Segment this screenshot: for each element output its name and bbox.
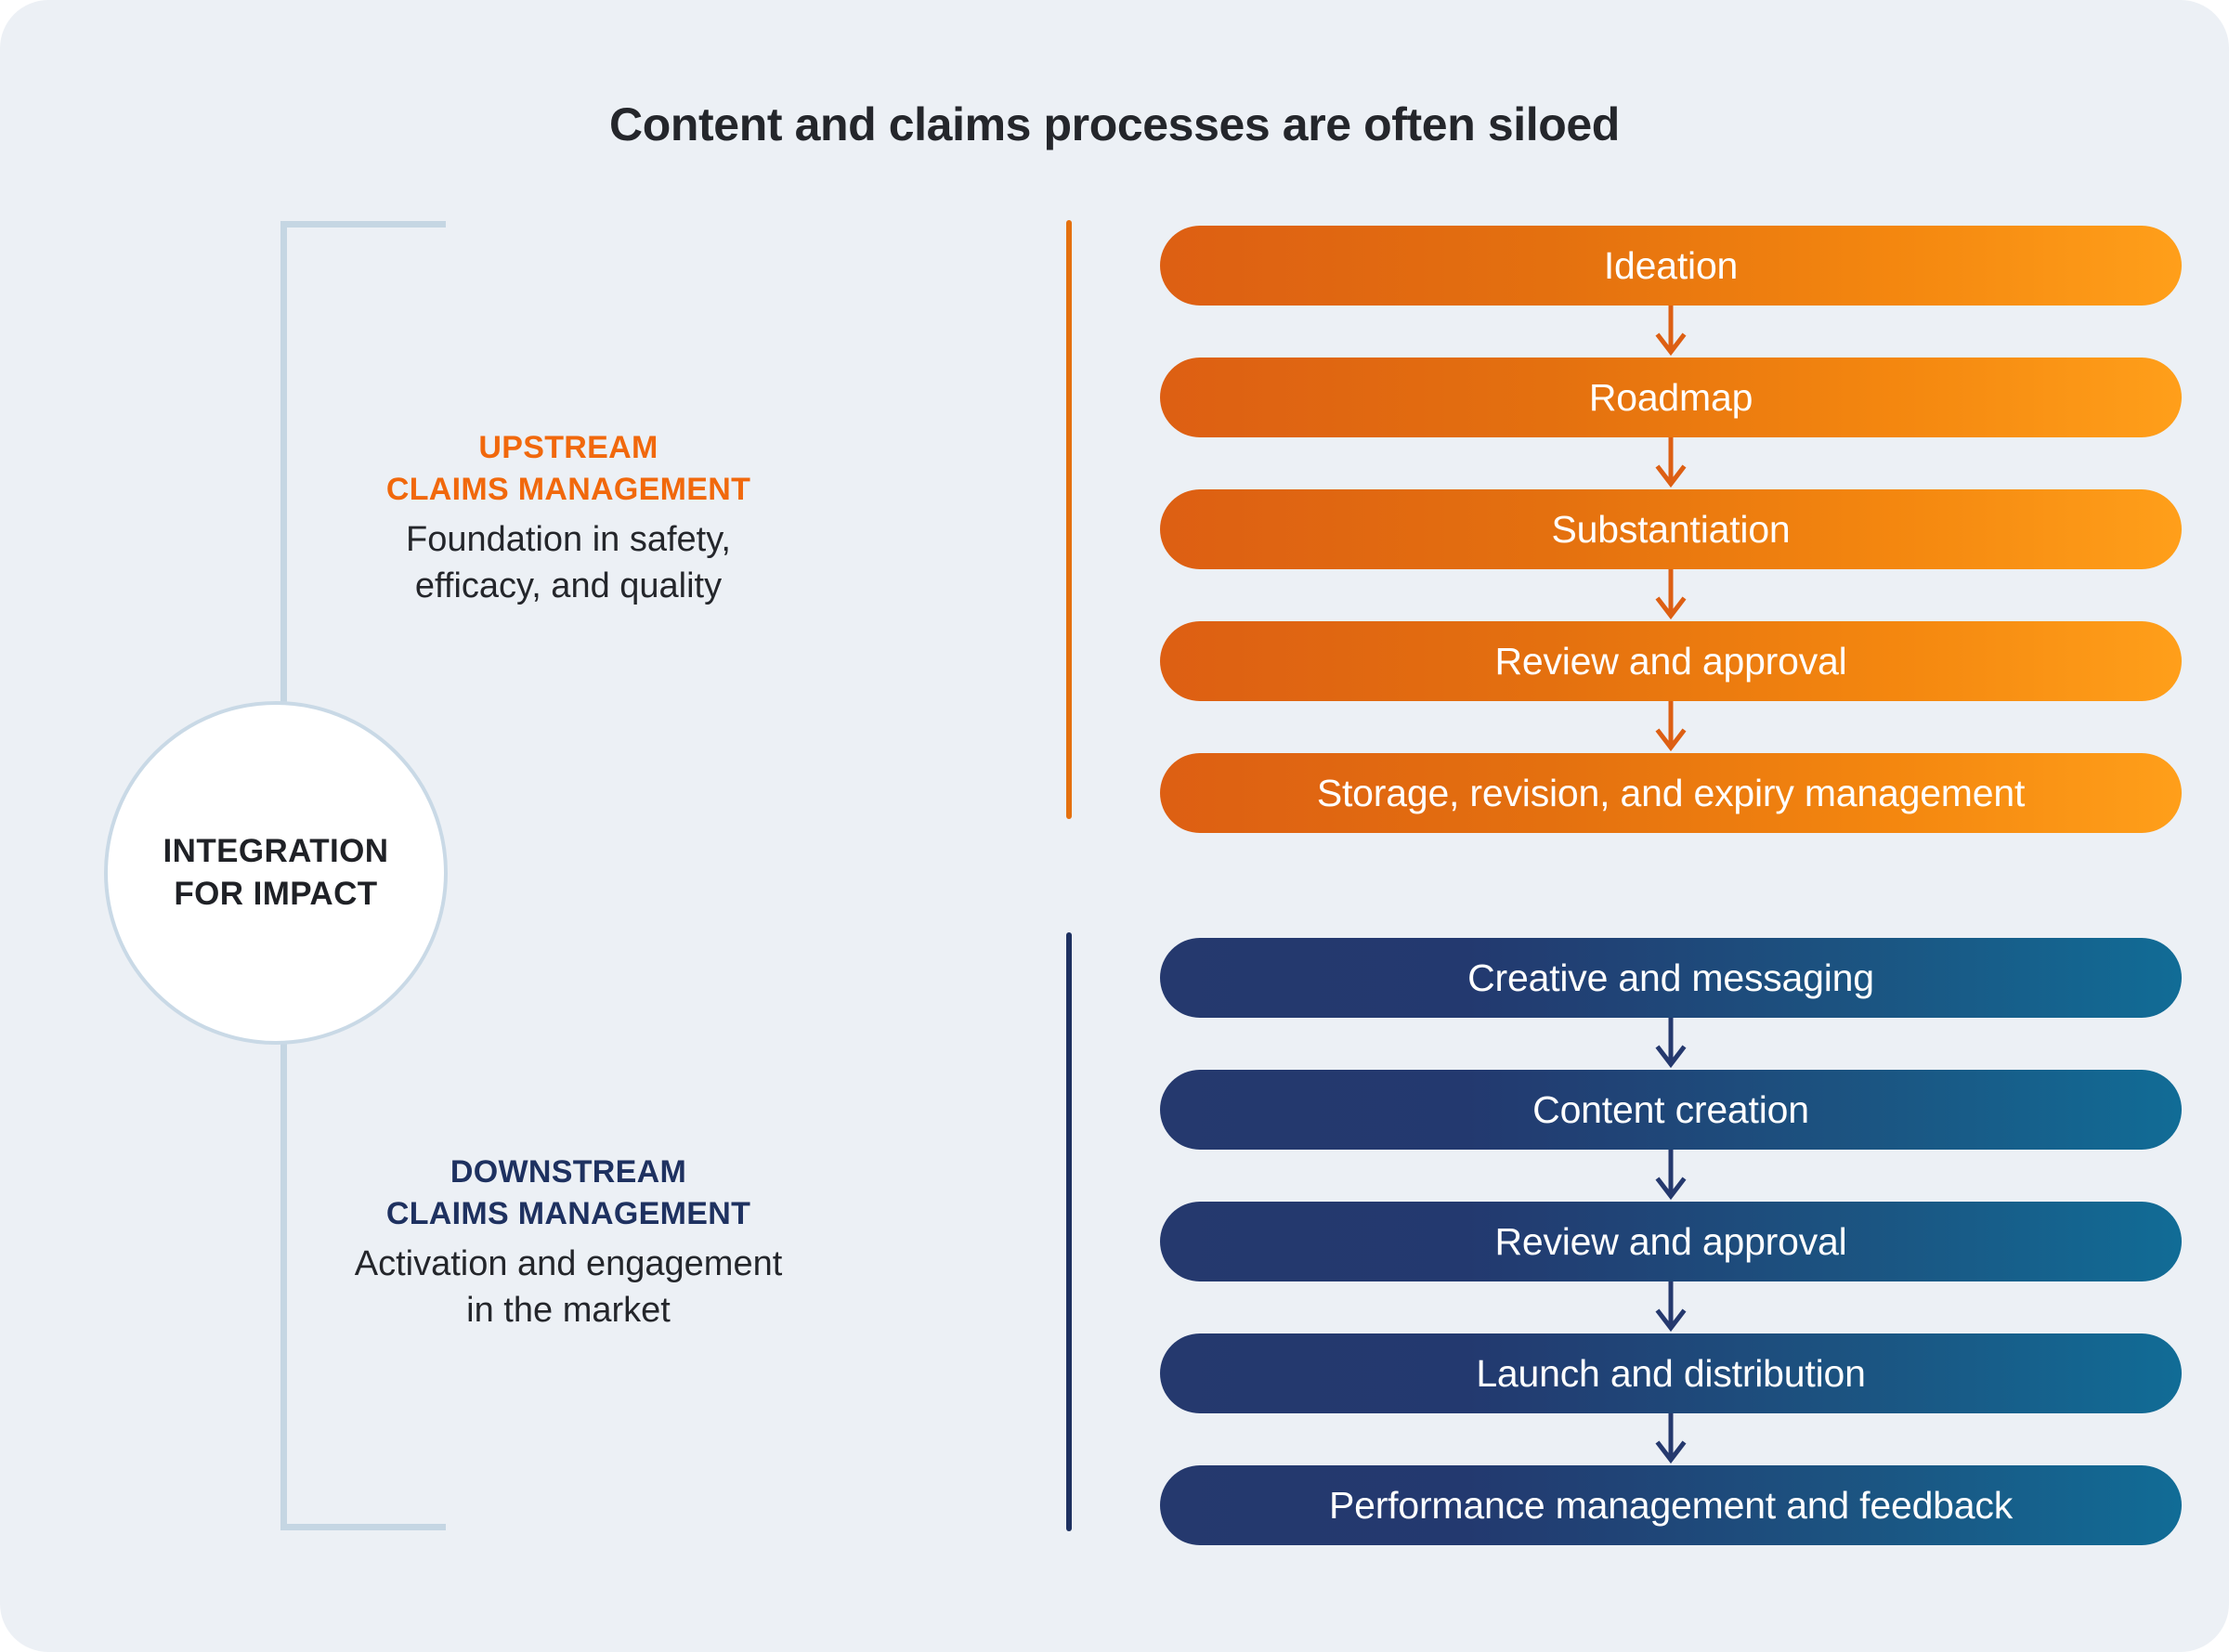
flow-step-pill[interactable]: Substantiation [1160, 489, 2182, 620]
flow-step-label: Storage, revision, and expiry management [1316, 771, 2026, 814]
integration-node-line1: INTEGRATION [163, 832, 389, 869]
integration-for-impact-node: INTEGRATION FOR IMPACT [104, 701, 448, 1045]
flow-step-label: Performance management and feedback [1328, 1483, 2013, 1527]
flow-step-label: Ideation [1603, 243, 1739, 287]
flow-step-pill[interactable]: Roadmap [1160, 358, 2182, 488]
upstream-subtitle-line1: Foundation in safety, [406, 519, 731, 559]
flow-step-pill[interactable]: Content creation [1160, 1070, 2182, 1201]
flow-arrow-down-icon [1652, 306, 1689, 358]
flow-step-pill[interactable]: Storage, revision, and expiry management [1160, 753, 2182, 833]
flow-step-label: Roadmap [1588, 375, 1753, 419]
downstream-divider-rule [1066, 932, 1072, 1531]
flow-arrow-down-icon [1652, 569, 1689, 621]
upstream-divider-rule [1066, 220, 1072, 819]
upstream-kicker: UPSTREAM CLAIMS MANAGEMENT [243, 427, 893, 511]
flow-arrow-down-icon [1652, 1281, 1689, 1333]
downstream-kicker-line2: CLAIMS MANAGEMENT [385, 1195, 751, 1231]
flow-arrow-down-icon [1652, 1018, 1689, 1070]
downstream-kicker: DOWNSTREAM CLAIMS MANAGEMENT [243, 1151, 893, 1235]
flow-step-label: Content creation [1532, 1087, 1809, 1131]
flow-step-pill[interactable]: Launch and distribution [1160, 1333, 2182, 1464]
flow-step-label: Review and approval [1494, 639, 1847, 683]
page-title: Content and claims processes are often s… [609, 98, 1620, 150]
flow-step-label: Substantiation [1551, 507, 1791, 551]
downstream-subtitle-line2: in the market [466, 1291, 671, 1331]
flow-step-pill[interactable]: Performance management and feedback [1160, 1465, 2182, 1545]
flow-step-label: Creative and messaging [1467, 956, 1874, 999]
downstream-subtitle-line1: Activation and engagement [354, 1243, 783, 1283]
downstream-subtitle: Activation and engagement in the market [243, 1241, 893, 1334]
upstream-subtitle-line2: efficacy, and quality [414, 566, 723, 606]
flow-step-pill[interactable]: Creative and messaging [1160, 938, 2182, 1069]
flow-arrow-down-icon [1652, 1413, 1689, 1465]
upstream-section-label: UPSTREAM CLAIMS MANAGEMENT Foundation in… [243, 427, 893, 610]
flow-arrow-down-icon [1652, 1150, 1689, 1202]
flow-arrow-down-icon [1652, 701, 1689, 753]
flow-step-pill[interactable]: Ideation [1160, 226, 2182, 357]
upstream-kicker-line1: UPSTREAM [478, 430, 658, 465]
flow-step-pill[interactable]: Review and approval [1160, 1202, 2182, 1333]
flow-arrow-down-icon [1652, 437, 1689, 489]
flow-step-label: Launch and distribution [1476, 1351, 1866, 1395]
downstream-section-label: DOWNSTREAM CLAIMS MANAGEMENT Activation … [243, 1151, 893, 1334]
integration-node-label: INTEGRATION FOR IMPACT [163, 830, 389, 916]
downstream-kicker-line1: DOWNSTREAM [450, 1154, 687, 1190]
flow-step-label: Review and approval [1494, 1219, 1847, 1263]
flow-step-pill[interactable]: Review and approval [1160, 621, 2182, 752]
integration-node-line2: FOR IMPACT [174, 876, 378, 912]
upstream-subtitle: Foundation in safety, efficacy, and qual… [243, 516, 893, 610]
upstream-kicker-line2: CLAIMS MANAGEMENT [385, 471, 751, 507]
